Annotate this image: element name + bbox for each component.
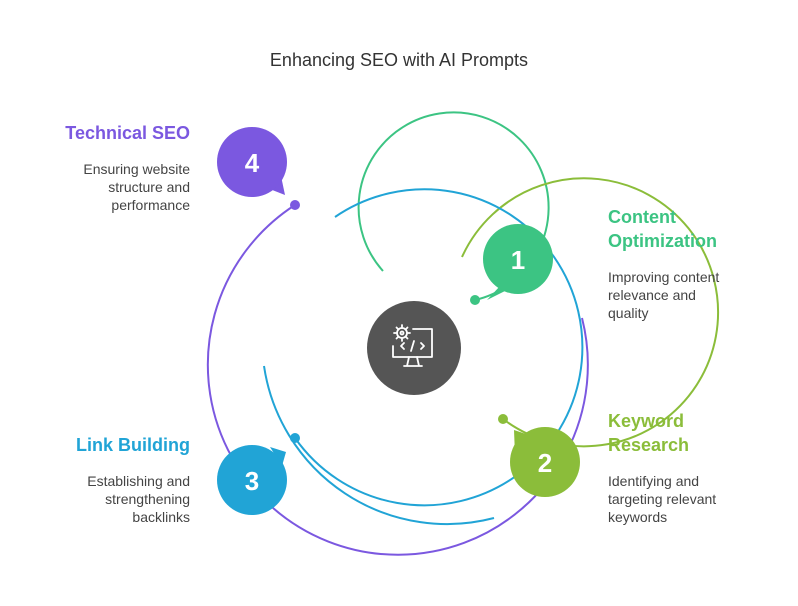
step-4-bubble: 4 xyxy=(217,127,287,197)
step-1-bubble: 1 xyxy=(483,224,553,300)
step-1-number: 1 xyxy=(511,245,525,275)
content-optimization-title-line: Optimization xyxy=(608,231,717,251)
keyword-research-title: Keyword Research xyxy=(608,409,788,457)
content-optimization-desc-line: Improving content xyxy=(608,269,720,285)
ring-3-marker xyxy=(290,433,300,443)
technical-seo-desc-line: structure and xyxy=(108,179,190,195)
step-4-number: 4 xyxy=(245,148,260,178)
ring-1-marker xyxy=(470,295,480,305)
computer-code-gear-icon xyxy=(392,324,433,367)
content-optimization-title-line: Content xyxy=(608,207,676,227)
ring-4-marker xyxy=(290,200,300,210)
keyword-research-description: Identifying and targeting relevant keywo… xyxy=(608,472,788,526)
step-3-number: 3 xyxy=(245,466,259,496)
technical-seo-description: Ensuring website structure and performan… xyxy=(20,160,190,214)
step-3-bubble: 3 xyxy=(217,445,287,515)
technical-seo-title: Technical SEO xyxy=(20,121,190,145)
step-2-number: 2 xyxy=(538,448,552,478)
link-building-desc-line: Establishing and xyxy=(87,473,190,489)
keyword-research-desc-line: keywords xyxy=(608,509,668,525)
keyword-research-title-line: Keyword xyxy=(608,411,685,431)
technical-seo-desc-line: Ensuring website xyxy=(83,161,190,177)
keyword-research-desc-line: Identifying and xyxy=(608,473,700,489)
keyword-research-title-line: Research xyxy=(608,435,690,455)
link-building-title-line: Link Building xyxy=(76,435,190,455)
content-optimization-desc-line: relevance and xyxy=(608,287,696,303)
link-building-desc-line: strengthening xyxy=(105,491,190,507)
technical-seo-title-line: Technical SEO xyxy=(65,123,190,143)
ring-3-outer-arc xyxy=(263,365,495,526)
keyword-research-desc-line: targeting relevant xyxy=(608,491,717,507)
ring-2-arc xyxy=(461,177,720,448)
link-building-description: Establishing and strengthening backlinks xyxy=(20,472,190,526)
diagram-title: Enhancing SEO with AI Prompts xyxy=(269,50,529,70)
link-building-title: Link Building xyxy=(20,433,190,457)
technical-seo-desc-line: performance xyxy=(111,197,190,213)
content-optimization-desc-line: quality xyxy=(608,305,649,321)
ring-2-marker xyxy=(498,414,508,424)
step-2-bubble: 2 xyxy=(510,427,580,497)
content-optimization-title: Content Optimization xyxy=(608,205,788,253)
content-optimization-description: Improving content relevance and quality xyxy=(608,268,788,322)
link-building-desc-line: backlinks xyxy=(132,509,190,525)
center-hub xyxy=(367,301,461,395)
ring-3-arc xyxy=(294,188,584,507)
